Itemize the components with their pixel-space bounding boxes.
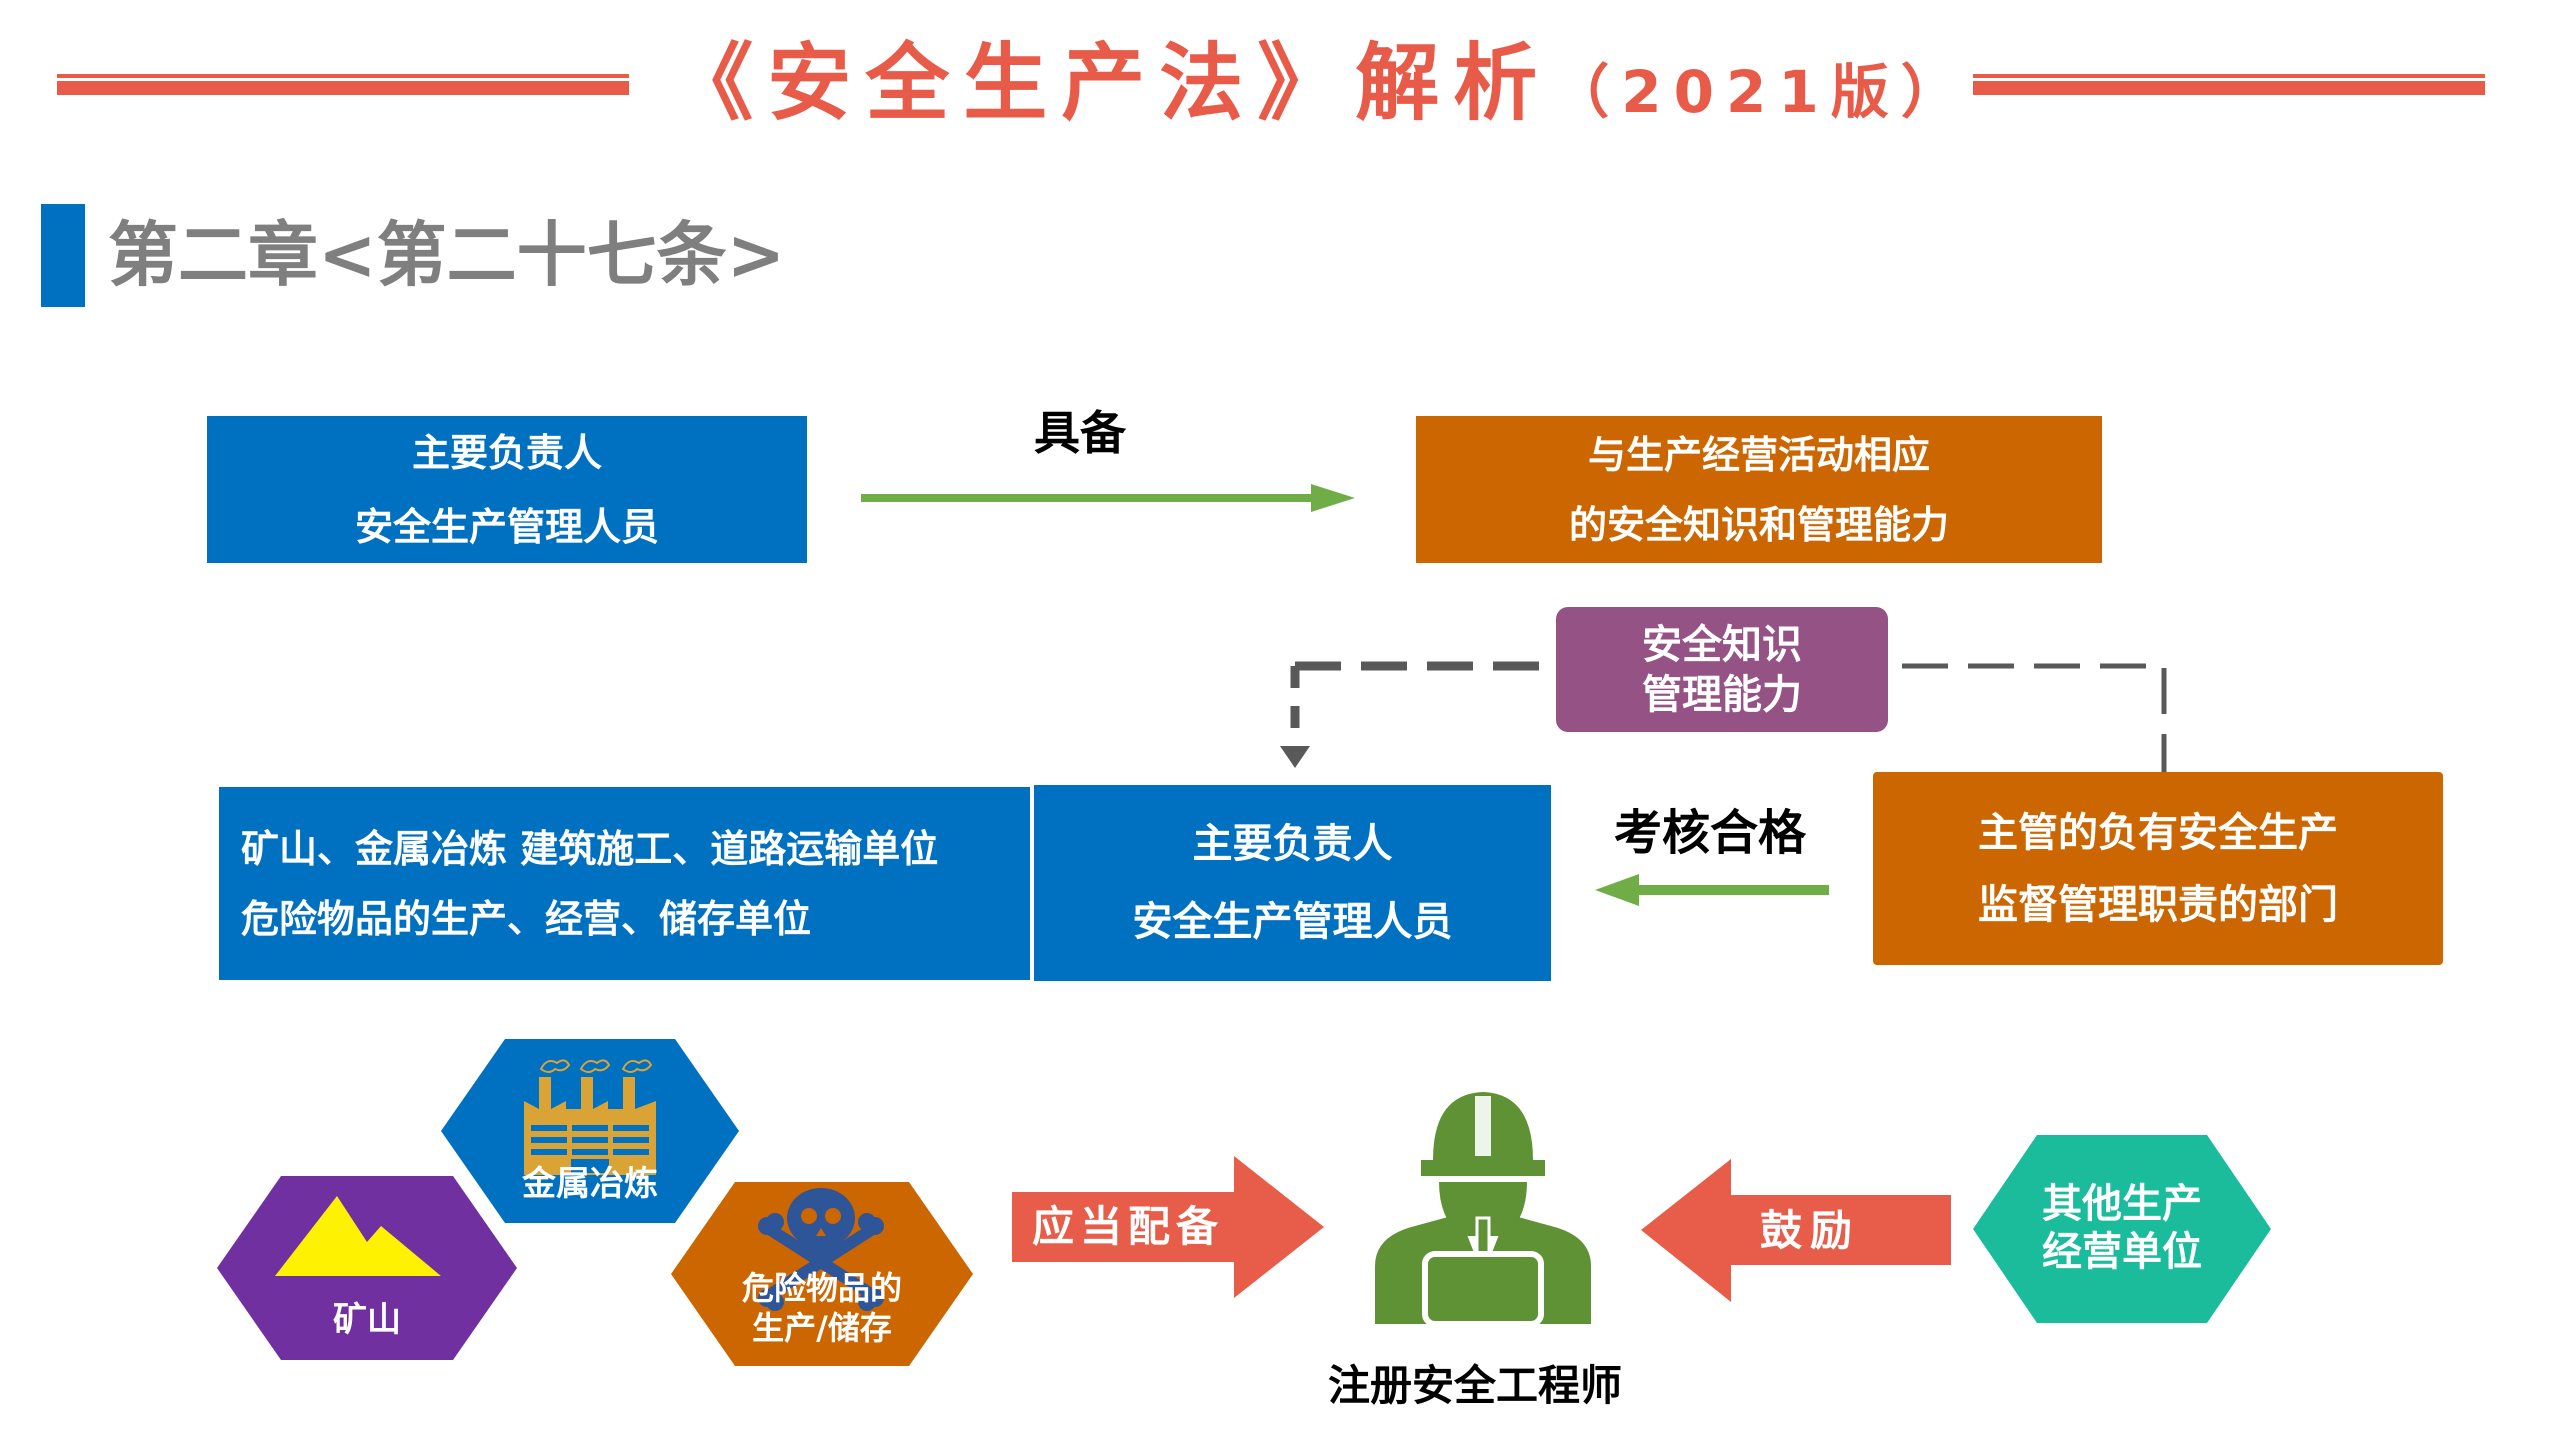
hex-metal: [441, 1039, 739, 1223]
factory-icon: [524, 1059, 656, 1175]
title-rule-right-thin: [1973, 74, 2485, 78]
arrow-label-possess: 具备: [1034, 406, 1126, 460]
title-rule-left-thin: [57, 74, 629, 78]
dashed-connector: [1280, 661, 2167, 772]
hex-hazard-shape: [671, 1182, 973, 1366]
hex-hazard: [671, 1182, 973, 1366]
arrow-label-qualified: 考核合格: [1613, 805, 1806, 861]
page-title: 《安全生产法》解析（2021版）: [660, 28, 1980, 138]
red-arrow-left-label: 鼓励: [1759, 1206, 1860, 1255]
persons-line1: 主要负责人: [1192, 821, 1393, 867]
title-rule-right-thick: [1973, 81, 2485, 95]
red-arrow-left: [1641, 1159, 1951, 1302]
units-line2: 危险物品的生产、经营、储存单位: [241, 896, 812, 941]
dashed-connector-arrowhead: [1280, 746, 1310, 768]
page-title-main: 《安全生产法》解析: [669, 34, 1552, 132]
red-arrow-right-shape: [1012, 1156, 1324, 1298]
persons-line2: 安全生产管理人员: [1132, 899, 1453, 945]
engineer-icon: [1375, 1092, 1591, 1327]
ability-line1: 与生产经营活动相应: [1587, 432, 1930, 477]
hex-other-units: [1973, 1135, 2271, 1323]
top-persons-line2: 安全生产管理人员: [354, 504, 659, 549]
skull-crossbones-icon: [758, 1188, 884, 1311]
units-box: 矿山、金属冶炼 建筑施工、道路运输单位 危险物品的生产、经营、储存单位: [219, 787, 1030, 980]
department-line2: 监督管理职责的部门: [1978, 881, 2338, 928]
mountain-icon: [275, 1196, 441, 1276]
green-arrow-left-shaft: [1635, 885, 1829, 895]
department-box: 主管的负有安全生产 监督管理职责的部门: [1873, 772, 2443, 965]
ability-box: 与生产经营活动相应 的安全知识和管理能力: [1416, 416, 2102, 563]
green-arrow-left-head: [1595, 874, 1639, 906]
page-title-version: （2021版）: [1551, 58, 1971, 126]
hex-other-units-line2: 经营单位: [2042, 1229, 2202, 1275]
knowledge-box: 安全知识 管理能力: [1556, 607, 1888, 732]
hex-metal-label: 金属冶炼: [522, 1164, 658, 1204]
ability-line2: 的安全知识和管理能力: [1568, 502, 1949, 547]
title-rule-left-thick: [57, 81, 629, 95]
hex-hazard-label-line2: 生产/储存: [752, 1309, 892, 1347]
knowledge-line1: 安全知识: [1642, 621, 1802, 668]
knowledge-line2: 管理能力: [1642, 671, 1802, 718]
red-arrow-right: [1012, 1156, 1324, 1298]
top-persons-line1: 主要负责人: [411, 430, 602, 475]
red-arrow-left-shape: [1641, 1159, 1951, 1302]
hex-mine-label: 矿山: [333, 1300, 401, 1340]
green-arrow-left: [1595, 874, 1829, 906]
engineer-label: 注册安全工程师: [1327, 1361, 1622, 1410]
section-marker-bar: [41, 204, 85, 307]
green-arrow-right-head: [1311, 484, 1355, 512]
red-arrow-right-label: 应当配备: [1031, 1202, 1224, 1251]
persons-box: 主要负责人 安全生产管理人员: [1034, 785, 1551, 981]
hex-hazard-label: 危险物品的 生产/储存: [671, 1268, 973, 1348]
units-line1: 矿山、金属冶炼 建筑施工、道路运输单位: [241, 826, 939, 871]
department-line1: 主管的负有安全生产: [1978, 809, 2338, 856]
hex-other-units-shape: [1973, 1135, 2271, 1323]
hex-hazard-label-line1: 危险物品的: [741, 1269, 902, 1307]
green-arrow-right: [861, 484, 1355, 512]
hex-other-units-line1: 其他生产: [2042, 1181, 2202, 1227]
hex-mine: [217, 1176, 517, 1360]
section-heading: 第二章<第二十七条>: [108, 214, 786, 296]
hex-other-units-label: 其他生产 经营单位: [1973, 1180, 2271, 1276]
dashed-connector-right: [1902, 663, 2167, 772]
green-arrow-right-shaft: [861, 494, 1321, 502]
top-persons-box: 主要负责人 安全生产管理人员: [207, 416, 807, 563]
